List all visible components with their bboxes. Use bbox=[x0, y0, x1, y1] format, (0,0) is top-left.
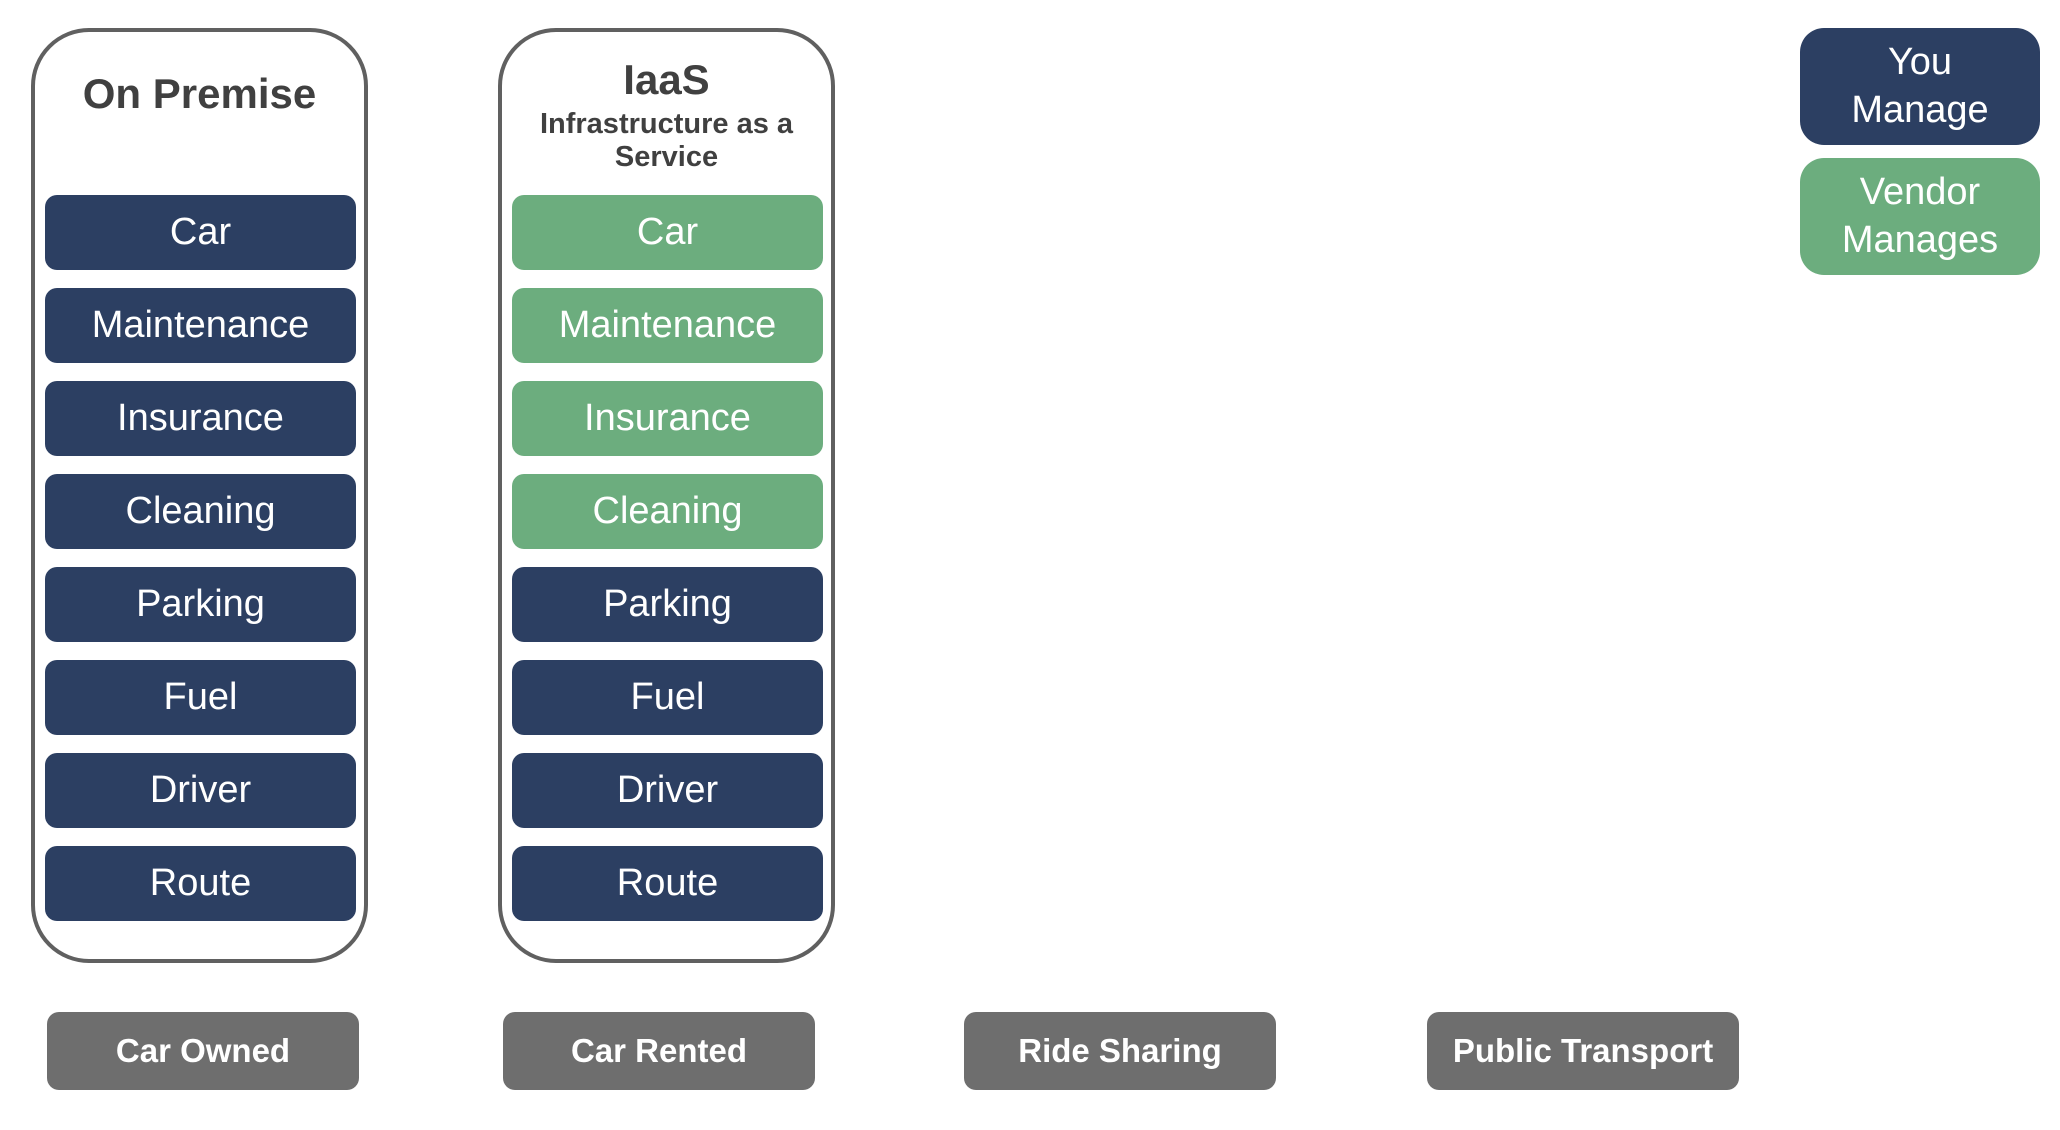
pill-maintenance: Maintenance bbox=[45, 288, 356, 363]
pill-parking: Parking bbox=[512, 567, 823, 642]
legend-vendor-manages: Vendor Manages bbox=[1800, 158, 2040, 275]
iaas-column: IaaS Infrastructure as a Service Car Mai… bbox=[498, 28, 835, 963]
pill-car: Car bbox=[512, 195, 823, 270]
pill-stack: Car Maintenance Insurance Cleaning Parki… bbox=[512, 195, 823, 921]
column-subtitle: Infrastructure as a Service bbox=[539, 108, 794, 174]
footer-car-owned: Car Owned bbox=[47, 1012, 359, 1090]
pill-cleaning: Cleaning bbox=[512, 474, 823, 549]
pill-maintenance: Maintenance bbox=[512, 288, 823, 363]
footer-public-transport: Public Transport bbox=[1427, 1012, 1739, 1090]
footer-car-rented: Car Rented bbox=[503, 1012, 815, 1090]
column-title: On Premise bbox=[82, 70, 317, 117]
on-premise-column: On Premise Car Maintenance Insurance Cle… bbox=[31, 28, 368, 963]
pill-route: Route bbox=[512, 846, 823, 921]
column-title: IaaS bbox=[623, 56, 710, 103]
pill-parking: Parking bbox=[45, 567, 356, 642]
pill-cleaning: Cleaning bbox=[45, 474, 356, 549]
pill-fuel: Fuel bbox=[45, 660, 356, 735]
legend-you-manage: You Manage bbox=[1800, 28, 2040, 145]
footer-ride-sharing: Ride Sharing bbox=[964, 1012, 1276, 1090]
pill-fuel: Fuel bbox=[512, 660, 823, 735]
legend: You Manage Vendor Manages bbox=[1800, 28, 2040, 275]
pill-insurance: Insurance bbox=[45, 381, 356, 456]
pill-route: Route bbox=[45, 846, 356, 921]
pill-driver: Driver bbox=[512, 753, 823, 828]
pill-car: Car bbox=[45, 195, 356, 270]
pill-insurance: Insurance bbox=[512, 381, 823, 456]
pill-stack: Car Maintenance Insurance Cleaning Parki… bbox=[45, 195, 356, 921]
pill-driver: Driver bbox=[45, 753, 356, 828]
